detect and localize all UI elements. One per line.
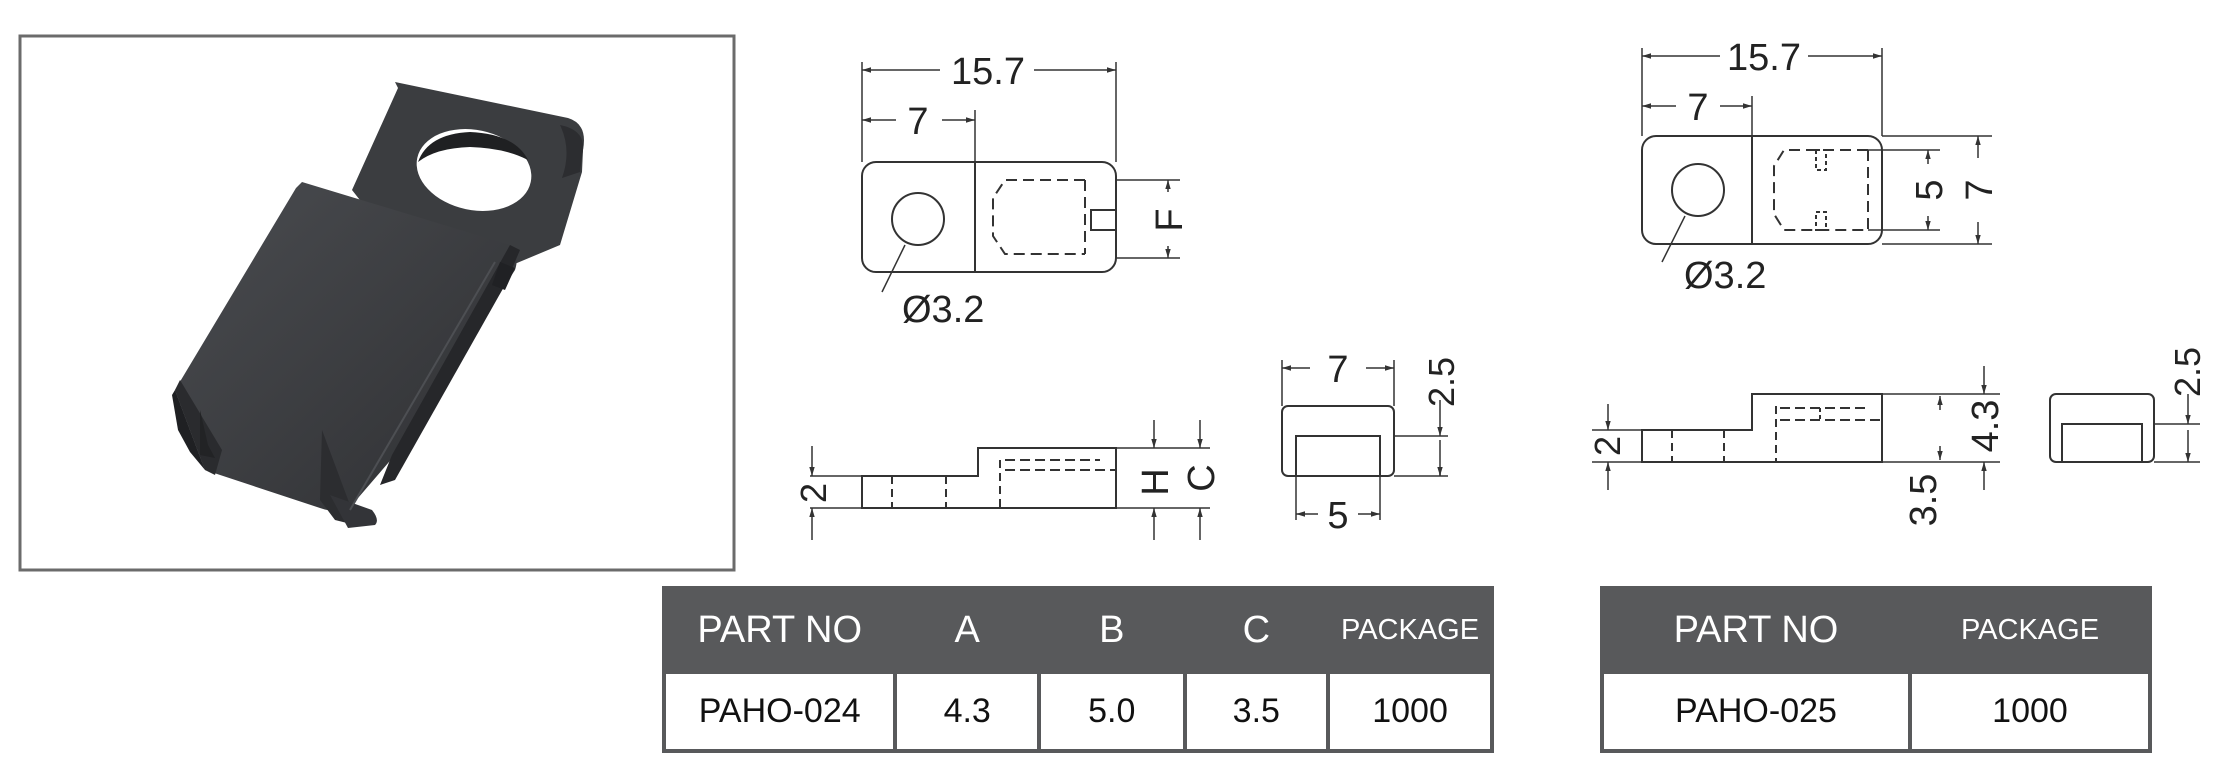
header-a: A <box>893 586 1041 674</box>
header-package: PACKAGE <box>1908 586 2152 674</box>
header-c: C <box>1182 586 1331 674</box>
cell-c: 3.5 <box>1182 670 1331 753</box>
d1-height-c: C <box>1181 464 1223 491</box>
d2-lower-height: 3.5 <box>1903 474 1945 527</box>
header-package: PACKAGE <box>1326 586 1494 674</box>
d1-end-wall-height: 2.5 <box>1421 357 1462 407</box>
d1-hole-offset: 7 <box>907 101 928 143</box>
cell-b: 5.0 <box>1036 670 1187 753</box>
d2-overall-length: 15.7 <box>1727 37 1801 79</box>
drawing1-end-view <box>1281 360 1448 520</box>
d2-hole-offset: 7 <box>1687 87 1708 129</box>
part-table-paho-024: PART NO A B C PACKAGE PAHO-024 4.3 5.0 3… <box>661 586 1494 753</box>
cell-package: 1000 <box>1908 670 2152 753</box>
d1-overall-length: 15.7 <box>951 51 1025 93</box>
d2-hole-diameter: Ø3.2 <box>1684 255 1766 297</box>
cell-part-no: PAHO-025 <box>1600 670 1912 753</box>
d1-slot-width: F <box>1149 208 1191 231</box>
header-part-no: PART NO <box>1600 586 1912 674</box>
drawing2-side-view <box>1592 366 2000 490</box>
housing-body <box>175 182 517 511</box>
header-part-no: PART NO <box>661 586 898 674</box>
part-table-paho-025: PART NO PACKAGE PAHO-025 1000 <box>1600 586 2152 753</box>
cell-a: 4.3 <box>893 670 1041 753</box>
cell-package: 1000 <box>1326 670 1494 753</box>
drawing2-end-view <box>2049 393 2200 463</box>
header-b: B <box>1036 586 1187 674</box>
product-photo <box>18 34 736 572</box>
drawing1-side-view <box>809 420 1210 540</box>
drawing2-top-view <box>1641 48 1992 263</box>
d1-hole-diameter: Ø3.2 <box>902 289 984 331</box>
d1-end-outer-width: 7 <box>1327 349 1348 391</box>
d1-height-h: H <box>1135 468 1177 495</box>
d1-base-thickness: 2 <box>793 483 834 503</box>
table-header-row: PART NO PACKAGE <box>1600 586 2152 674</box>
table-row: PAHO-025 1000 <box>1600 670 2152 753</box>
table-header-row: PART NO A B C PACKAGE <box>661 586 1494 674</box>
d2-base-thickness: 2 <box>1587 436 1628 456</box>
table-row: PAHO-024 4.3 5.0 3.5 1000 <box>661 670 1494 753</box>
d2-overall-width: 7 <box>1959 179 2001 200</box>
d2-end-wall-height: 2.5 <box>2167 347 2208 397</box>
d2-overall-height: 4.3 <box>1965 400 2007 453</box>
drawing1-top-view <box>861 62 1180 293</box>
d1-end-inner-width: 5 <box>1327 495 1348 537</box>
d2-slot-width: 5 <box>1909 179 1951 200</box>
cell-part-no: PAHO-024 <box>661 670 898 753</box>
